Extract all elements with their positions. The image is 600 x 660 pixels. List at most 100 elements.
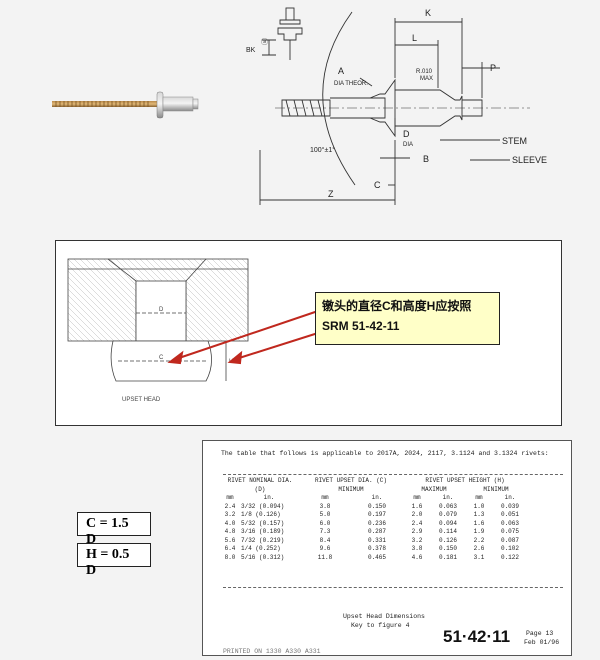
section-label-c: C	[159, 355, 164, 361]
th-mm: mm	[226, 494, 234, 501]
doc-intro: The table that follows is applicable to …	[221, 450, 549, 457]
table-cell-in: 5/32 (0.157)	[241, 519, 285, 527]
doc-bottom-strip: PRINTED ON 1330 A330 A331	[223, 648, 321, 655]
th-upset-dia: RIVET UPSET DIA. (C)	[314, 477, 387, 484]
table-cell-mm: 4.8	[224, 528, 236, 535]
callout-line-1: 镦头的直径C和高度H应按照	[322, 299, 472, 313]
label-circled: ⓐ	[261, 38, 268, 46]
th-upset-height: RIVET UPSET HEIGHT (H)	[425, 477, 505, 484]
callout-box: 镦头的直径C和高度H应按照 SRM 51-42-11	[315, 292, 500, 345]
section-label-d: D	[159, 307, 164, 313]
table-bottom-rule	[223, 587, 563, 588]
rivet-dimension-table: RIVET NOMINAL DIA. (D) RIVET UPSET DIA. …	[221, 477, 527, 562]
label-angle: 100°±1°	[310, 146, 335, 154]
callout-arrow-h	[235, 332, 319, 360]
doc-caption-1: Upset Head Dimensions	[343, 613, 425, 620]
th-minimum-h: MINIMUM	[483, 485, 509, 493]
table-cell-mm: 2.4	[224, 502, 236, 510]
label-dia: DIA	[403, 142, 413, 148]
table-cell-hmax-mm: 2.0	[411, 511, 423, 518]
table-cell-hmin-in: 0.075	[500, 528, 519, 535]
doc-ref-number: 51·42·11	[443, 627, 511, 646]
table-cell-mm: 3.2	[224, 511, 236, 518]
label-dia-theor: DIA THEOR.	[334, 81, 368, 87]
upset-head-section-drawing: D C H UPSET HEAD	[67, 258, 319, 403]
callout-arrow-c	[175, 310, 319, 360]
table-cell-hmax-in: 0.114	[438, 528, 457, 535]
table-cell-hmin-in: 0.087	[500, 536, 519, 544]
label-r: R.010	[416, 69, 433, 75]
table-cell-in: 3/16 (0.189)	[241, 528, 285, 535]
label-c: C	[374, 180, 381, 190]
table-cell-hmax-in: 0.094	[438, 519, 457, 527]
table-cell-c-in: 0.465	[367, 553, 386, 561]
th-maximum-h: MAXIMUM	[421, 485, 447, 493]
th-c-in: in.	[371, 494, 383, 501]
table-cell-hmin-in: 0.122	[500, 553, 519, 561]
table-cell-hmin-mm: 1.6	[473, 519, 485, 527]
th-c-mm: mm	[321, 494, 329, 501]
table-cell-hmin-in: 0.063	[500, 519, 519, 527]
table-cell-c-mm: 8.4	[319, 536, 331, 544]
table-cell-mm: 4.0	[224, 519, 236, 527]
srm-document-page: The table that follows is applicable to …	[202, 440, 572, 656]
th-hmin-in: in.	[504, 494, 516, 501]
doc-caption-2: Key to figure 4	[351, 622, 410, 629]
table-cell-c-mm: 6.0	[319, 519, 331, 527]
doc-date: Feb 01/96	[524, 639, 560, 646]
table-cell-hmin-mm: 1.3	[473, 511, 485, 518]
th-rivet-nominal: RIVET NOMINAL DIA. (D)	[227, 477, 293, 493]
label-l: L	[412, 33, 417, 43]
table-cell-in: 3/32 (0.094)	[241, 502, 285, 510]
table-cell-mm: 6.4	[224, 545, 236, 552]
table-cell-c-in: 0.378	[367, 545, 386, 552]
table-cell-c-in: 0.197	[367, 511, 386, 518]
label-bk: BK	[246, 47, 256, 54]
table-cell-hmax-mm: 3.8	[411, 545, 423, 552]
table-cell-c-mm: 5.0	[319, 511, 331, 518]
label-a: A	[338, 66, 344, 76]
th-hmax-mm: mm	[413, 494, 421, 501]
label-stem: STEM	[502, 136, 527, 146]
rivet-technical-drawing: K L P BK ⓐ A DIA THEOR. R.010 MAX D DIA …	[246, 7, 547, 205]
formula-c: C = 1.5 D	[77, 512, 151, 547]
table-cell-c-mm: 7.3	[319, 528, 331, 535]
photo-stem	[52, 101, 157, 107]
photo-head-flange	[156, 91, 164, 119]
table-cell-mm: 8.0	[224, 553, 236, 561]
table-cell-hmin-mm: 1.0	[473, 502, 485, 510]
table-cell-in: 1/8 (0.126)	[241, 511, 281, 518]
sweep-arc	[322, 11, 356, 186]
table-cell-in: 7/32 (0.219)	[241, 536, 285, 544]
table-cell-hmax-mm: 4.6	[411, 553, 423, 561]
table-cell-hmax-in: 0.150	[438, 545, 457, 552]
label-b: B	[423, 154, 429, 164]
label-max: MAX	[420, 76, 433, 82]
table-cell-hmin-mm: 3.1	[473, 553, 485, 561]
table-cell-hmin-in: 0.051	[500, 511, 519, 518]
table-cell-hmax-mm: 3.2	[411, 536, 423, 544]
callout-arrow-h-head	[227, 350, 243, 365]
table-cell-hmax-in: 0.063	[438, 502, 457, 510]
table-cell-hmax-mm: 1.6	[411, 502, 423, 510]
photo-threads	[55, 101, 149, 107]
table-cell-c-in: 0.236	[367, 519, 386, 527]
detail-part	[285, 7, 295, 21]
table-cell-c-in: 0.331	[367, 536, 386, 544]
th-minimum-c: MINIMUM	[338, 485, 364, 493]
callout-line-2: SRM 51-42-11	[322, 319, 400, 333]
callout-arrow-c-head	[167, 350, 184, 365]
table-cell-c-in: 0.287	[367, 528, 386, 535]
label-p: P	[490, 63, 496, 73]
table-cell-c-mm: 11.8	[317, 553, 333, 561]
table-cell-c-mm: 9.6	[319, 545, 331, 552]
table-cell-hmin-mm: 2.6	[473, 545, 485, 552]
table-cell-hmax-in: 0.126	[438, 536, 457, 544]
